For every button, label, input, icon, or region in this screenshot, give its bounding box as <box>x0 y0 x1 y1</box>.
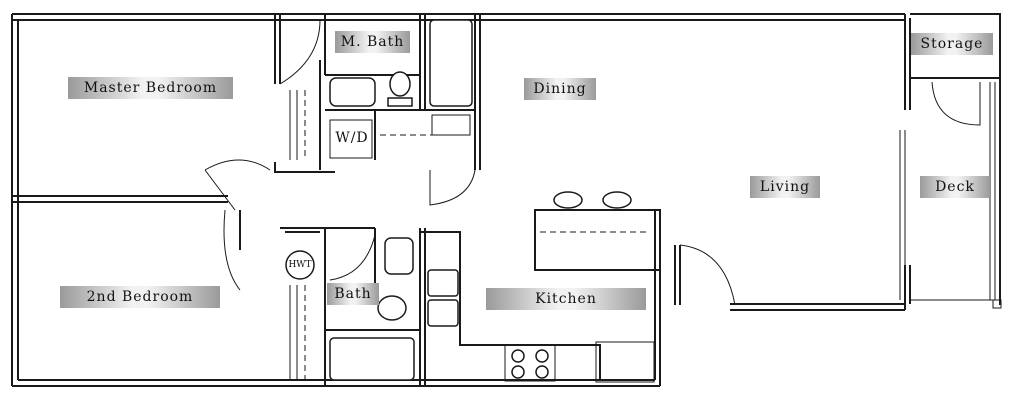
room-label-living: Living <box>750 176 820 198</box>
room-label-storage: Storage <box>911 33 993 55</box>
kitchen-fixtures <box>420 191 661 383</box>
room-label-kitchen: Kitchen <box>486 288 646 310</box>
water-heater-label: HWT <box>288 260 312 270</box>
room-label-master-bath: M. Bath <box>335 31 410 53</box>
room-label-dining: Dining <box>524 78 596 100</box>
room-label-bath: Bath <box>327 283 379 305</box>
room-label-second-bedroom: 2nd Bedroom <box>60 286 220 308</box>
bedroom-doors <box>204 159 271 291</box>
bath-walls <box>325 227 426 386</box>
room-label-master-bedroom: Master Bedroom <box>68 77 233 99</box>
entry-door <box>674 244 736 306</box>
bedroom-walls <box>12 14 335 386</box>
master-bath-walls <box>279 14 481 206</box>
room-label-washer-dryer: W/D <box>335 130 369 146</box>
room-label-deck: Deck <box>920 176 990 198</box>
hall-closets <box>285 90 315 380</box>
storage-deck <box>899 13 1002 309</box>
